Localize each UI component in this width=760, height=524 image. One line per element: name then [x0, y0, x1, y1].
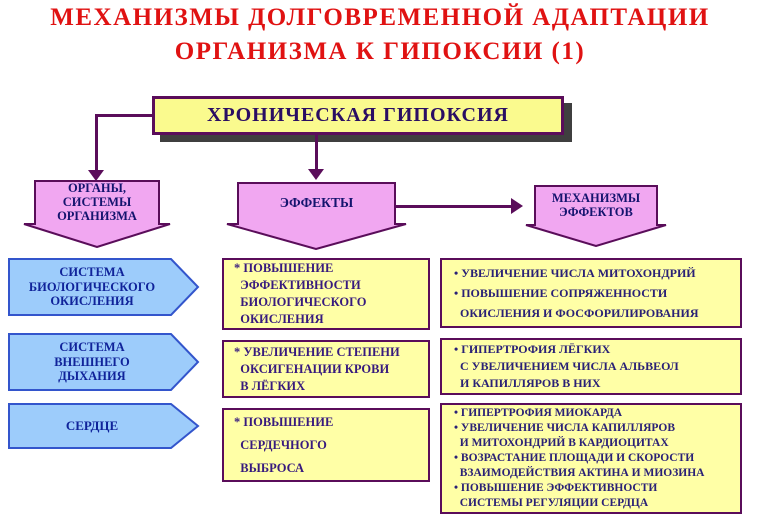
connector-root-to-organs-horizontal — [95, 114, 154, 117]
right-arrow-shape — [8, 403, 200, 449]
down-arrow-shape — [23, 180, 171, 248]
down-arrow-shape — [226, 182, 407, 250]
title-line-2: ОРГАНИЗМА К ГИПОКСИИ (1) — [174, 38, 586, 65]
connector-root-to-effects-vertical — [315, 134, 318, 170]
mechanism-box-myocardium-hypertrophy: • ГИПЕРТРОФИЯ МИОКАРДА • УВЕЛИЧЕНИЕ ЧИСЛ… — [440, 403, 742, 514]
arrowhead-down-organs-icon — [88, 170, 104, 181]
branch-organs-label: ОРГАНЫ, СИСТЕМЫ ОРГАНИЗМА — [57, 181, 137, 223]
effect-box-text: * ПОВЫШЕНИЕ ЭФФЕКТИВНОСТИ БИОЛОГИЧЕСКОГО… — [234, 261, 367, 326]
right-arrow-shape — [8, 333, 200, 391]
title-line-1: МЕХАНИЗМЫ ДОЛГОВРЕМЕННОЙ АДАПТАЦИИ — [50, 4, 710, 31]
connector-effects-to-mechanisms-horizontal — [395, 205, 512, 208]
organ-item-heart: СЕРДЦЕ — [8, 403, 200, 449]
branch-effects-label: ЭФФЕКТЫ — [279, 195, 354, 210]
organ-item-label: СИСТЕМА ВНЕШНЕГО ДЫХАНИЯ — [54, 340, 130, 384]
branch-mechanisms: МЕХАНИЗМЫ ЭФФЕКТОВ — [524, 185, 668, 247]
page-title: МЕХАНИЗМЫ ДОЛГОВРЕМЕННОЙ АДАПТАЦИИ ОРГАН… — [0, 1, 760, 69]
branch-mechanisms-label: МЕХАНИЗМЫ ЭФФЕКТОВ — [551, 191, 641, 219]
arrowhead-down-effects-icon — [308, 169, 324, 180]
mechanism-box-text: • ГИПЕРТРОФИЯ МИОКАРДА • УВЕЛИЧЕНИЕ ЧИСЛ… — [454, 407, 705, 509]
effect-box-text: * ПОВЫШЕНИЕ СЕРДЕЧНОГО ВЫБРОСА — [234, 414, 334, 475]
effect-box-cardiac-output: * ПОВЫШЕНИЕ СЕРДЕЧНОГО ВЫБРОСА — [222, 408, 430, 482]
connector-root-to-organs-vertical — [95, 114, 98, 170]
mechanism-box-text: • ГИПЕРТРОФИЯ ЛЁГКИХ С УВЕЛИЧЕНИЕМ ЧИСЛА… — [454, 342, 679, 390]
effect-box-text: * УВЕЛИЧЕНИЕ СТЕПЕНИ ОКСИГЕНАЦИИ КРОВИ В… — [234, 344, 400, 393]
organ-item-biological-oxidation: СИСТЕМА БИОЛОГИЧЕСКОГО ОКИСЛЕНИЯ — [8, 258, 200, 316]
effect-box-oxidation-efficiency: * ПОВЫШЕНИЕ ЭФФЕКТИВНОСТИ БИОЛОГИЧЕСКОГО… — [222, 258, 430, 330]
arrowhead-right-mechanisms-icon — [511, 198, 523, 214]
right-arrow-shape — [8, 258, 200, 316]
root-node-chronic-hypoxia: ХРОНИЧЕСКАЯ ГИПОКСИЯ — [152, 96, 564, 135]
organ-item-label: СЕРДЦЕ — [65, 417, 119, 433]
effect-box-blood-oxygenation: * УВЕЛИЧЕНИЕ СТЕПЕНИ ОКСИГЕНАЦИИ КРОВИ В… — [222, 340, 430, 398]
branch-organs: ОРГАНЫ, СИСТЕМЫ ОРГАНИЗМА — [22, 180, 172, 248]
mechanism-box-mitochondria: • УВЕЛИЧЕНИЕ ЧИСЛА МИТОХОНДРИЙ • ПОВЫШЕН… — [440, 258, 742, 328]
organ-item-external-respiration: СИСТЕМА ВНЕШНЕГО ДЫХАНИЯ — [8, 333, 200, 391]
organ-item-label: СИСТЕМА БИОЛОГИЧЕСКОГО ОКИСЛЕНИЯ — [28, 265, 156, 309]
down-arrow-shape — [525, 185, 667, 247]
root-node-label: ХРОНИЧЕСКАЯ ГИПОКСИЯ — [207, 104, 509, 126]
branch-effects: ЭФФЕКТЫ — [225, 182, 408, 250]
mechanism-box-text: • УВЕЛИЧЕНИЕ ЧИСЛА МИТОХОНДРИЙ • ПОВЫШЕН… — [454, 266, 699, 320]
mechanism-box-lung-hypertrophy: • ГИПЕРТРОФИЯ ЛЁГКИХ С УВЕЛИЧЕНИЕМ ЧИСЛА… — [440, 338, 742, 395]
